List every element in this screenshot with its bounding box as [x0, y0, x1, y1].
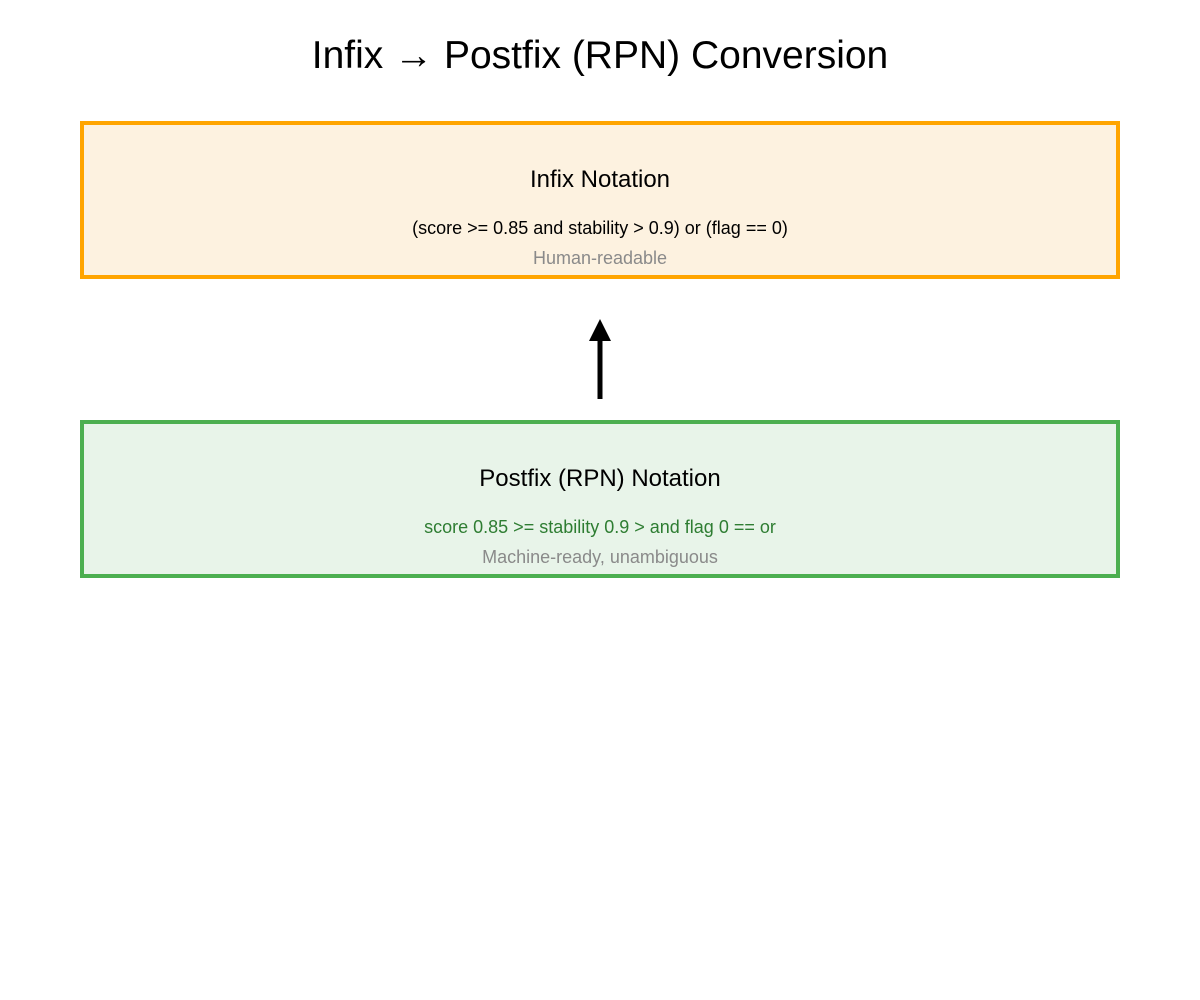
- postfix-caption: Machine-ready, unambiguous: [482, 547, 718, 567]
- postfix-expression: score 0.85 >= stability 0.9 > and flag 0…: [424, 517, 776, 537]
- infix-notation-box: Infix Notation (score >= 0.85 and stabil…: [80, 121, 1120, 279]
- infix-box-heading: Infix Notation: [529, 166, 671, 193]
- postfix-notation-box: Postfix (RPN) Notation score 0.85 >= sta…: [80, 420, 1120, 578]
- arrow-up-icon: [589, 319, 611, 399]
- postfix-box-heading: Postfix (RPN) Notation: [479, 465, 721, 492]
- infix-caption: Human-readable: [532, 248, 668, 268]
- infix-expression: (score >= 0.85 and stability > 0.9) or (…: [412, 218, 788, 238]
- page-title: Infix → Postfix (RPN) Conversion: [311, 34, 889, 77]
